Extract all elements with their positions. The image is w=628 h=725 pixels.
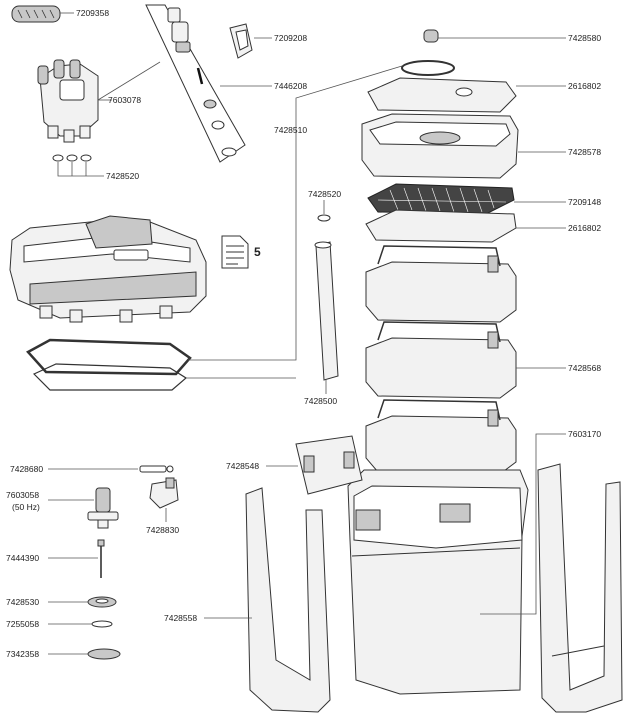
- label-7428680: 7428680: [10, 464, 43, 474]
- top-plate-part: [367, 77, 517, 113]
- label-7428548: 7428548: [226, 461, 259, 471]
- media-basket-2: [365, 321, 517, 399]
- bearing-ring-part: [87, 596, 117, 608]
- label-7428500: 7428500: [304, 396, 337, 406]
- small-pin-part: [139, 465, 174, 473]
- media-basket-1: [365, 245, 517, 323]
- label-7446208: 7446208: [274, 81, 307, 91]
- filter-pad-part: [365, 209, 517, 243]
- label-7428520-mid: 7428520: [308, 189, 341, 199]
- base-frame-left: [245, 487, 331, 713]
- label-7342358: 7342358: [6, 649, 39, 659]
- top-basket-part: [361, 113, 519, 179]
- label-7428520-left: 7428520: [106, 171, 139, 181]
- small-o-ring-part: [317, 214, 331, 222]
- impeller-shaft-part: [97, 539, 105, 578]
- filter-head-part: [9, 215, 207, 323]
- grid-plate-part: [367, 183, 515, 215]
- label-7428510: 7428510: [274, 125, 307, 135]
- label-7428578: 7428578: [568, 147, 601, 157]
- document-icon: [221, 235, 249, 269]
- gasket-ring-part: [91, 620, 113, 628]
- label-7428830: 7428830: [146, 525, 179, 535]
- label-7209148: 7209148: [568, 197, 601, 207]
- latch-part: [295, 435, 363, 495]
- cap-part: [423, 29, 439, 43]
- label-7255058: 7255058: [6, 619, 39, 629]
- clip-part: [229, 23, 253, 59]
- label-7209358: 7209358: [76, 8, 109, 18]
- label-7428558: 7428558: [164, 613, 197, 623]
- impeller-cover-part: [149, 477, 179, 509]
- head-seal-part: [26, 338, 192, 391]
- label-7209208: 7209208: [274, 33, 307, 43]
- rubber-foot-part: [87, 648, 121, 660]
- manual-reference-number: 5: [254, 245, 261, 259]
- valve-block-part: [37, 59, 99, 143]
- connector-kit-panel: [145, 4, 246, 163]
- label-7428530: 7428530: [6, 597, 39, 607]
- label-7428568: 7428568: [568, 363, 601, 373]
- label-50hz: (50 Hz): [12, 502, 40, 512]
- label-7444390: 7444390: [6, 553, 39, 563]
- label-2616802-top: 2616802: [568, 81, 601, 91]
- hose-clamp-part: [11, 5, 61, 23]
- canister-body-part: [347, 469, 529, 695]
- media-basket-3: [365, 399, 517, 475]
- top-o-ring: [401, 60, 455, 76]
- label-7428580: 7428580: [568, 33, 601, 43]
- label-7603058: 7603058: [6, 490, 39, 500]
- base-frame-right: [537, 463, 623, 713]
- intake-tube-part: [314, 241, 339, 381]
- valve-part: [87, 487, 119, 529]
- label-7603170: 7603170: [568, 429, 601, 439]
- label-2616802-pad: 2616802: [568, 223, 601, 233]
- o-ring-set-part: [52, 154, 92, 162]
- label-7603078: 7603078: [108, 95, 141, 105]
